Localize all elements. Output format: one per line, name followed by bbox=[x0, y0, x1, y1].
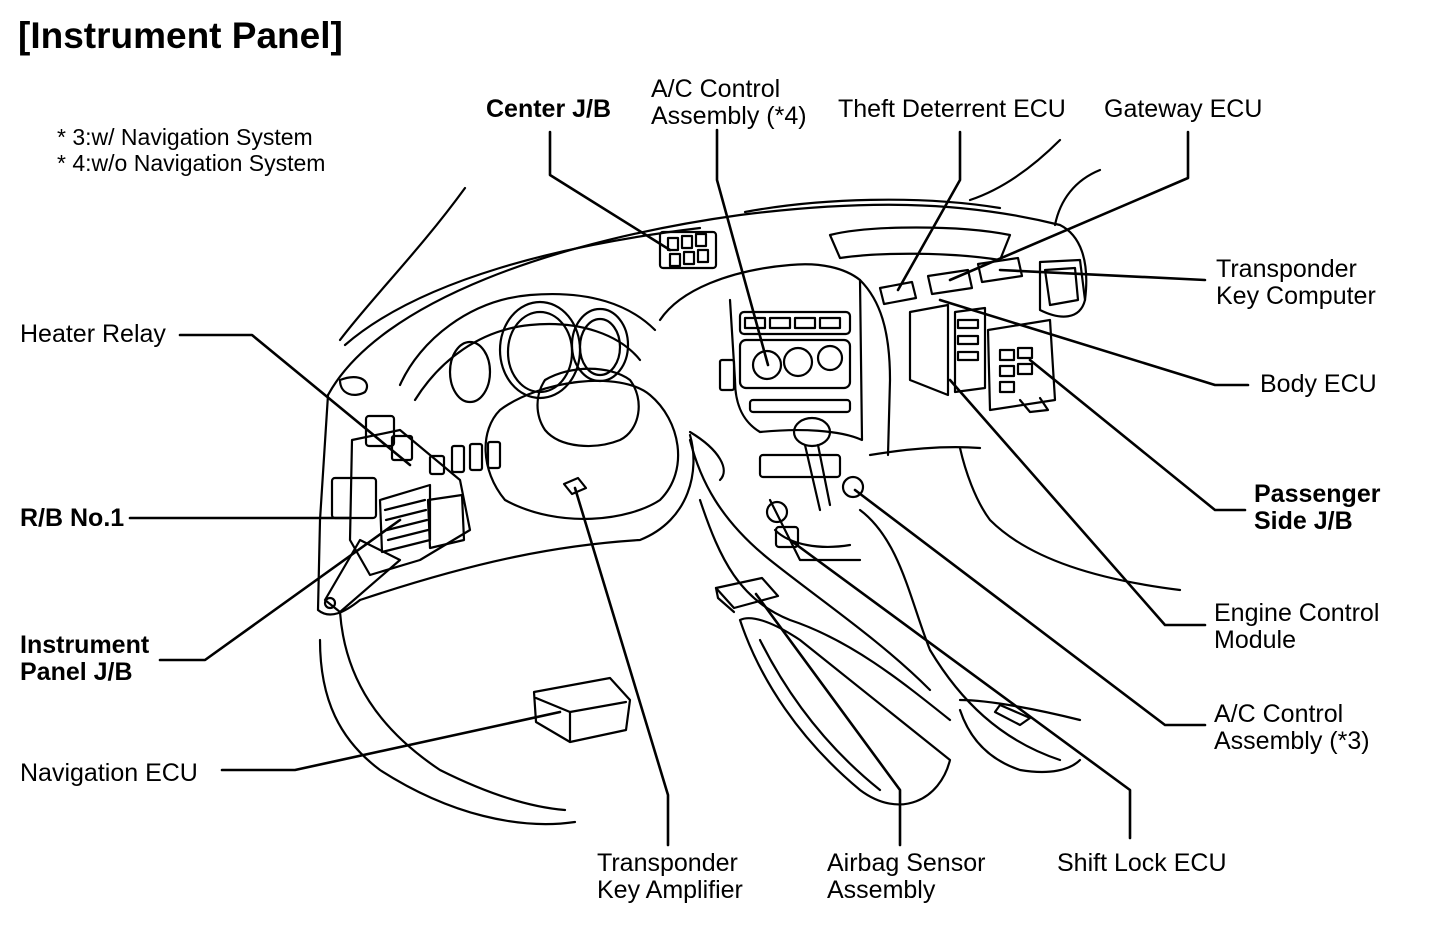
label-heater-relay: Heater Relay bbox=[20, 320, 166, 348]
note-nav: * 3:w/ Navigation System bbox=[57, 124, 313, 150]
label-ac-control-4: A/C Control Assembly (*4) bbox=[651, 75, 807, 130]
label-body-ecu: Body ECU bbox=[1260, 370, 1377, 398]
leader-center-jb bbox=[548, 130, 672, 252]
label-passenger-side-jb: Passenger Side J/B bbox=[1254, 480, 1381, 535]
leader-lines bbox=[128, 128, 1250, 847]
leader-engine-control bbox=[948, 378, 1207, 627]
dashboard-outline bbox=[316, 138, 1182, 826]
label-shift-lock-ecu: Shift Lock ECU bbox=[1057, 849, 1227, 877]
note-no-nav: * 4:w/o Navigation System bbox=[57, 150, 326, 176]
label-center-jb: Center J/B bbox=[486, 95, 612, 123]
leader-shift-lock bbox=[788, 538, 1132, 840]
leader-gateway bbox=[948, 130, 1190, 282]
page-title: [Instrument Panel] bbox=[18, 15, 343, 56]
leader-body-ecu bbox=[938, 298, 1250, 387]
leader-heater-relay bbox=[178, 333, 412, 467]
leader-instrument-panel-jb bbox=[158, 518, 402, 662]
label-transponder-key-amplifier: Transponder Key Amplifier bbox=[597, 849, 743, 904]
leader-airbag bbox=[754, 592, 902, 847]
notes: * 3:w/ Navigation System * 4:w/o Navigat… bbox=[57, 124, 325, 176]
label-ac-control-3: A/C Control Assembly (*3) bbox=[1214, 700, 1370, 755]
label-airbag-sensor-assembly: Airbag Sensor Assembly bbox=[827, 849, 986, 904]
leader-transponder-amplifier bbox=[573, 486, 670, 847]
label-theft-deterrent-ecu: Theft Deterrent ECU bbox=[838, 95, 1066, 123]
leader-theft-deterrent bbox=[896, 130, 962, 292]
label-engine-control-module: Engine Control Module bbox=[1214, 599, 1380, 654]
leader-navigation-ecu bbox=[220, 710, 562, 772]
leader-transponder-computer bbox=[998, 268, 1207, 282]
label-rb-no1: R/B No.1 bbox=[20, 504, 125, 532]
label-transponder-key-computer: Transponder Key Computer bbox=[1216, 255, 1376, 310]
label-instrument-panel-jb: Instrument Panel J/B bbox=[20, 631, 150, 686]
leader-ac-control-4 bbox=[715, 128, 770, 367]
leader-passenger-jb bbox=[1028, 358, 1247, 512]
label-navigation-ecu: Navigation ECU bbox=[20, 759, 198, 787]
leader-ac-control-3 bbox=[853, 488, 1207, 727]
label-gateway-ecu: Gateway ECU bbox=[1104, 95, 1263, 123]
